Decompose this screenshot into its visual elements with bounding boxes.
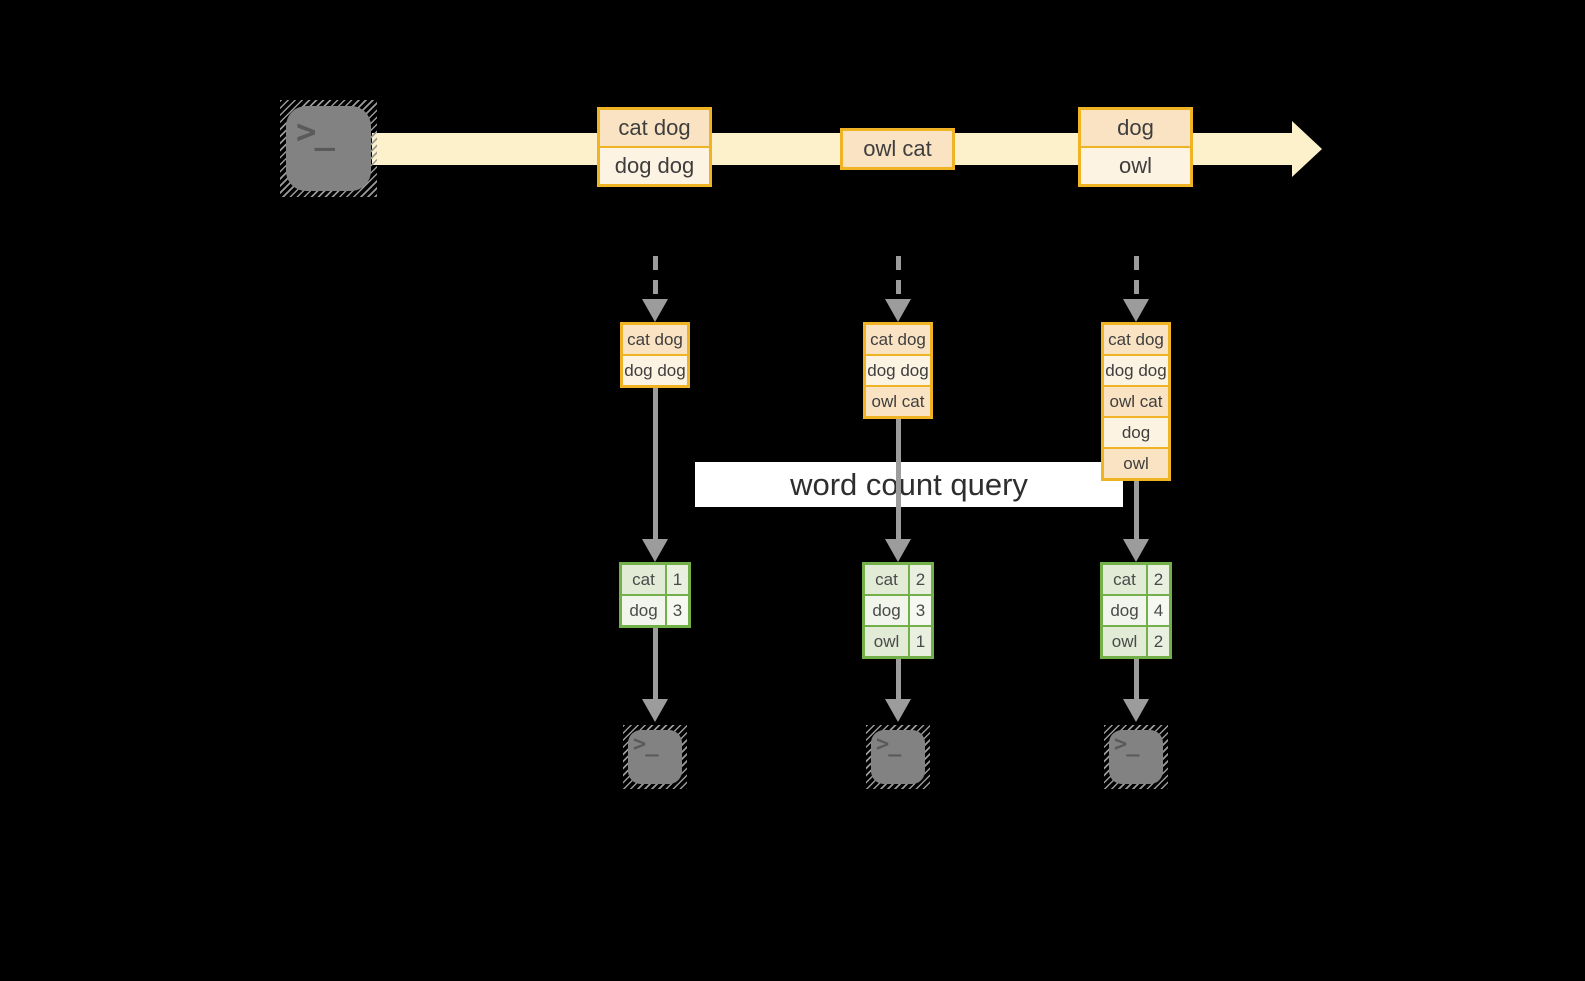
- count-value-cell: 1: [667, 565, 688, 594]
- count-value-cell: 3: [667, 596, 688, 625]
- stream-arrowhead-icon: [1292, 121, 1322, 177]
- terminal-screen: [1109, 730, 1163, 784]
- arrow-shaft: [895, 418, 901, 540]
- word-row: cat dog: [1104, 325, 1168, 354]
- arrowhead-icon: [1123, 699, 1149, 722]
- word-row: dog: [1104, 416, 1168, 447]
- count-word-cell: dog: [622, 596, 665, 625]
- count-value-cell: 2: [910, 565, 931, 594]
- count-value-cell: 1: [910, 627, 931, 656]
- dashed-arrow-shaft: [1133, 256, 1139, 298]
- arrowhead-icon: [642, 699, 668, 722]
- dashed-arrow-shaft: [895, 256, 901, 298]
- arrowhead-icon: [885, 699, 911, 722]
- count-word-cell: cat: [1103, 565, 1146, 594]
- terminal-screen: [628, 730, 682, 784]
- arrow-shaft: [1133, 658, 1139, 700]
- word-row: owl: [1104, 447, 1168, 478]
- query-label: word count query: [695, 462, 1123, 507]
- dashed-arrowhead-icon: [885, 299, 911, 322]
- count-value-cell: 2: [1148, 627, 1169, 656]
- word-row: dog: [1081, 110, 1190, 146]
- source-terminal-icon: >_: [280, 100, 377, 197]
- terminal-screen: [286, 106, 371, 191]
- arrow-shaft: [1133, 481, 1139, 540]
- word-row: dog dog: [600, 146, 709, 184]
- output-terminal-icon-2: >_: [866, 725, 930, 789]
- word-row: cat dog: [866, 325, 930, 354]
- count-value-cell: 2: [1148, 565, 1169, 594]
- word-row: owl cat: [843, 131, 952, 167]
- terminal-screen: [871, 730, 925, 784]
- output-terminal-icon-3: >_: [1104, 725, 1168, 789]
- word-row: dog dog: [623, 354, 687, 385]
- count-word-cell: dog: [1103, 596, 1146, 625]
- count-value-cell: 4: [1148, 596, 1169, 625]
- word-row: owl cat: [866, 385, 930, 416]
- terminal-prompt-icon: >_: [1114, 732, 1139, 757]
- word-row: dog dog: [866, 354, 930, 385]
- arrowhead-icon: [885, 539, 911, 562]
- terminal-prompt-icon: >_: [876, 732, 901, 757]
- arrow-shaft: [895, 658, 901, 700]
- count-word-cell: owl: [865, 627, 908, 656]
- count-word-cell: dog: [865, 596, 908, 625]
- terminal-prompt-icon: >_: [296, 112, 335, 152]
- word-row: cat dog: [600, 110, 709, 146]
- count-word-cell: owl: [1103, 627, 1146, 656]
- output-terminal-icon-1: >_: [623, 725, 687, 789]
- arrowhead-icon: [1123, 539, 1149, 562]
- count-value-cell: 3: [910, 596, 931, 625]
- stream-event-box-2: owl cat: [840, 128, 955, 170]
- word-row: dog dog: [1104, 354, 1168, 385]
- arrow-shaft: [652, 628, 658, 700]
- arrowhead-icon: [642, 539, 668, 562]
- word-row: owl cat: [1104, 385, 1168, 416]
- terminal-prompt-icon: >_: [633, 732, 658, 757]
- arrow-shaft: [652, 388, 658, 540]
- dashed-arrowhead-icon: [1123, 299, 1149, 322]
- word-row: cat dog: [623, 325, 687, 354]
- dashed-arrow-shaft: [652, 256, 658, 298]
- dashed-arrowhead-icon: [642, 299, 668, 322]
- count-word-cell: cat: [865, 565, 908, 594]
- word-row: owl: [1081, 146, 1190, 184]
- count-word-cell: cat: [622, 565, 665, 594]
